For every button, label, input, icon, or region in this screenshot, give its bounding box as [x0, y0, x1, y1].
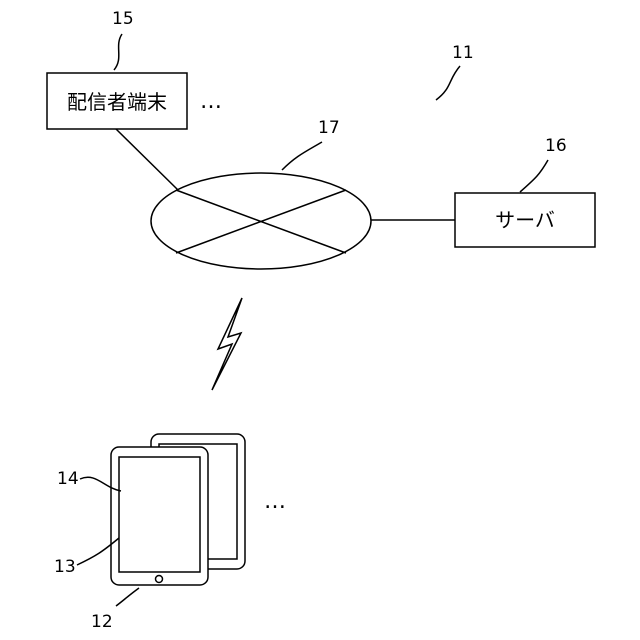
distributor-terminal-ref-label: 15 [112, 9, 134, 29]
system-ref-label: 11 [452, 43, 474, 63]
server-ref-leader [520, 160, 548, 192]
tablet-group-ref-label: 12 [91, 612, 113, 632]
server-ref-label: 16 [545, 136, 567, 156]
tablet-body [111, 447, 208, 585]
network-ref-leader [282, 142, 322, 170]
network-ref-label: 17 [318, 118, 340, 138]
tablet-group-ref-leader [116, 588, 139, 606]
server-label: サーバ [495, 208, 555, 232]
terminal-network-link [116, 129, 178, 190]
system-ref-leader [436, 66, 460, 100]
tablet-body-ref-label: 13 [54, 557, 76, 577]
tablet-screen-ref-label: 14 [57, 469, 79, 489]
distributor-terminal-ref-leader [114, 34, 122, 70]
distributor-terminal-label: 配信者端末 [67, 90, 167, 114]
distributor-terminal-ellipsis: … [200, 89, 224, 114]
lightning-bolt-icon [212, 298, 242, 390]
tablet-ellipsis: … [264, 489, 288, 514]
